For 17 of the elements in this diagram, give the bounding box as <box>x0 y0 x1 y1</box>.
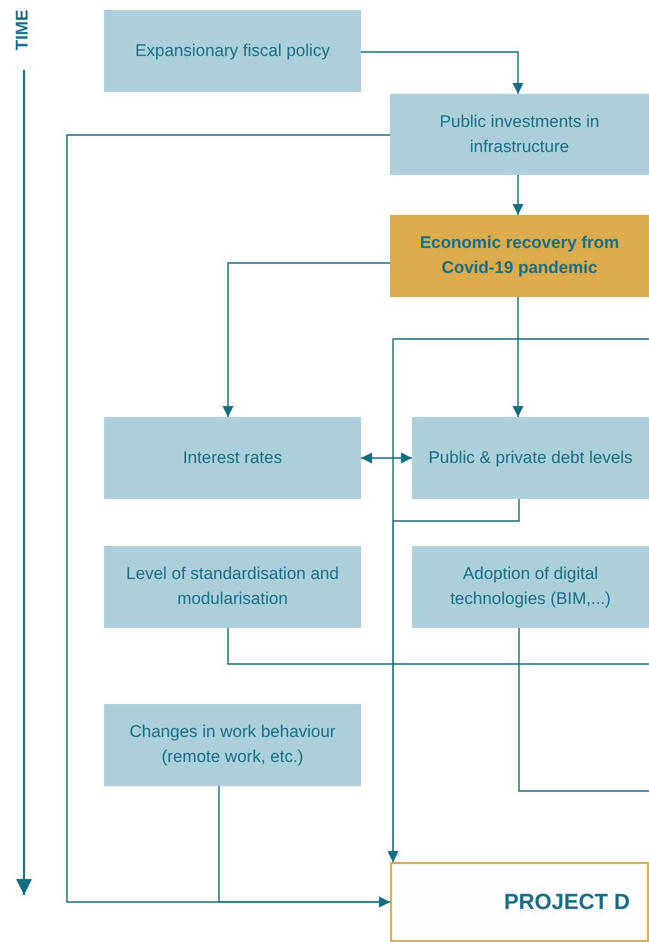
outcome-box: PROJECT D <box>390 862 649 942</box>
highlight-box: Economic recovery from Covid-19 pandemic <box>390 215 649 297</box>
factor-box: Changes in work behaviour (remote work, etc.) <box>104 704 361 786</box>
connector-arrow <box>218 786 390 908</box>
factor-box: Interest rates <box>104 417 361 499</box>
factor-box: Level of standardisation and modularisation <box>104 546 361 628</box>
connector-arrow <box>512 175 524 215</box>
factor-box: Expansionary fiscal policy <box>104 10 361 92</box>
connector-arrow <box>361 51 524 94</box>
connector-arrow <box>222 262 390 417</box>
factor-box: Public investments in infrastructure <box>390 94 649 175</box>
axis-label: TIME <box>12 10 32 50</box>
factor-box: Adoption of digital technologies (BIM,...) <box>412 546 649 628</box>
connector-arrow <box>388 338 649 862</box>
connector-arrow <box>361 452 412 464</box>
factor-box: Public & private debt levels <box>412 417 649 499</box>
connector-arrow <box>512 297 524 417</box>
